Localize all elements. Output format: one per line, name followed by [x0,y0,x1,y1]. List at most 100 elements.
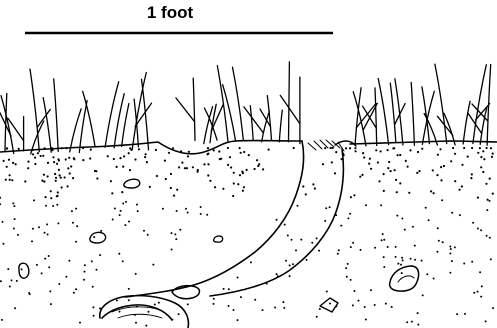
soil-dot [477,228,479,230]
soil-dot [119,214,121,216]
soil-dot [207,163,209,165]
soil-dot [9,174,11,176]
soil-dot [370,168,372,170]
soil-dot [3,160,5,162]
soil-dot [401,218,403,220]
soil-dot [145,325,147,327]
grass-blade [279,110,282,142]
soil-dot [437,227,439,229]
soil-dot [27,167,29,169]
grass-blade [267,96,271,141]
soil-dot [15,163,17,165]
soil-dot [92,286,94,288]
soil-dot [425,207,427,209]
soil-dot [256,159,258,161]
soil-dot [388,161,390,163]
soil-dot [228,288,230,290]
soil-dot [45,205,47,207]
soil-dot [175,238,177,240]
soil-dot [7,268,9,270]
soil-dot [440,179,442,181]
soil-dot [50,190,52,192]
soil-dot [187,155,189,157]
soil-dot [243,186,245,188]
grass-blade [105,82,119,148]
soil-dot [417,151,419,153]
ground-surface-left [0,141,302,154]
soil-dot [291,239,293,241]
soil-dot [60,177,62,179]
grass-blade [435,64,447,144]
soil-dot [342,153,344,155]
soil-dot [6,166,8,168]
soil-dot [200,213,202,215]
soil-dot [240,152,242,154]
soil-dot [50,197,52,199]
soil-dot [172,147,174,149]
soil-dot [319,308,321,310]
soil-dot [480,296,482,298]
grass-blade [262,111,270,142]
soil-dot [113,158,115,160]
grass-blade [424,114,437,146]
soil-dot [360,249,362,251]
soil-dot [118,253,120,255]
soil-dot [56,163,58,165]
soil-dot [380,204,382,206]
soil-dot [156,175,158,177]
soil-dot [428,219,430,221]
soil-dot [32,149,34,151]
soil-dot [416,172,418,174]
soil-dot [14,307,16,309]
soil-dot [222,188,224,190]
soil-dot [84,271,86,273]
soil-dot [395,246,397,248]
soil-dot [441,199,443,201]
soil-dot [311,242,313,244]
grass-blade [280,95,300,123]
soil-dot [492,193,494,195]
stone-1 [124,179,140,188]
soil-dot [418,170,420,172]
soil-dot [75,241,77,243]
soil-dot [449,253,451,255]
soil-dot [287,235,289,237]
soil-dot [381,239,383,241]
soil-dot [482,150,484,152]
soil-dot [473,292,475,294]
soil-dot [387,149,389,151]
soil-dot [396,215,398,217]
soil-dot [147,234,149,236]
soil-dot [72,177,74,179]
soil-dot [6,148,8,150]
soil-dot [489,200,491,202]
soil-dot [407,166,409,168]
soil-dot [354,147,356,149]
soil-dot [262,309,264,311]
stone-6 [320,298,338,312]
soil-dot [89,157,91,159]
soil-dot [411,321,413,323]
soil-dot [421,148,423,150]
soil-stipple [0,147,494,327]
soil-dot [365,204,367,206]
soil-dot [330,147,332,149]
soil-dot [397,263,399,265]
soil-dot [213,149,215,151]
soil-dot [185,208,187,210]
soil-dot [57,191,59,193]
soil-dot [43,174,45,176]
soil-dot [450,160,452,162]
soil-dot [239,174,241,176]
soil-dot [116,166,118,168]
soil-dot [489,237,491,239]
soil-dot [56,204,58,206]
soil-dot [233,182,235,184]
soil-dot [116,300,118,302]
soil-dot [41,180,43,182]
soil-dot [417,324,419,326]
soil-dot [12,162,14,164]
soil-dot [2,221,4,223]
soil-dot [237,319,239,321]
soil-dot [96,269,98,271]
